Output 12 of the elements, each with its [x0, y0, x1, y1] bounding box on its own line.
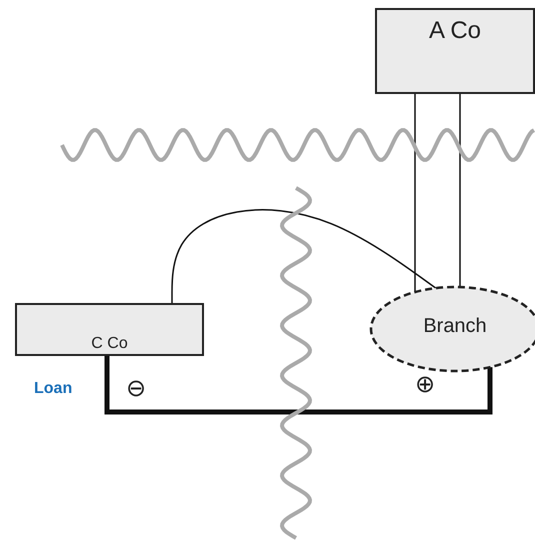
- connector-line: [459, 94, 461, 288]
- node-label: C Co: [91, 335, 128, 353]
- minus-sign: ⊖: [126, 376, 146, 402]
- connector-line: [414, 94, 416, 292]
- connector-line: [104, 356, 492, 414]
- plus-sign: ⊕: [415, 372, 435, 398]
- connector-line: [171, 209, 438, 303]
- node-label: A Co: [428, 18, 482, 44]
- node-label: Branch: [423, 315, 487, 337]
- loan-label: Loan: [34, 380, 72, 398]
- company-box: [375, 8, 535, 94]
- company-box: [15, 303, 204, 356]
